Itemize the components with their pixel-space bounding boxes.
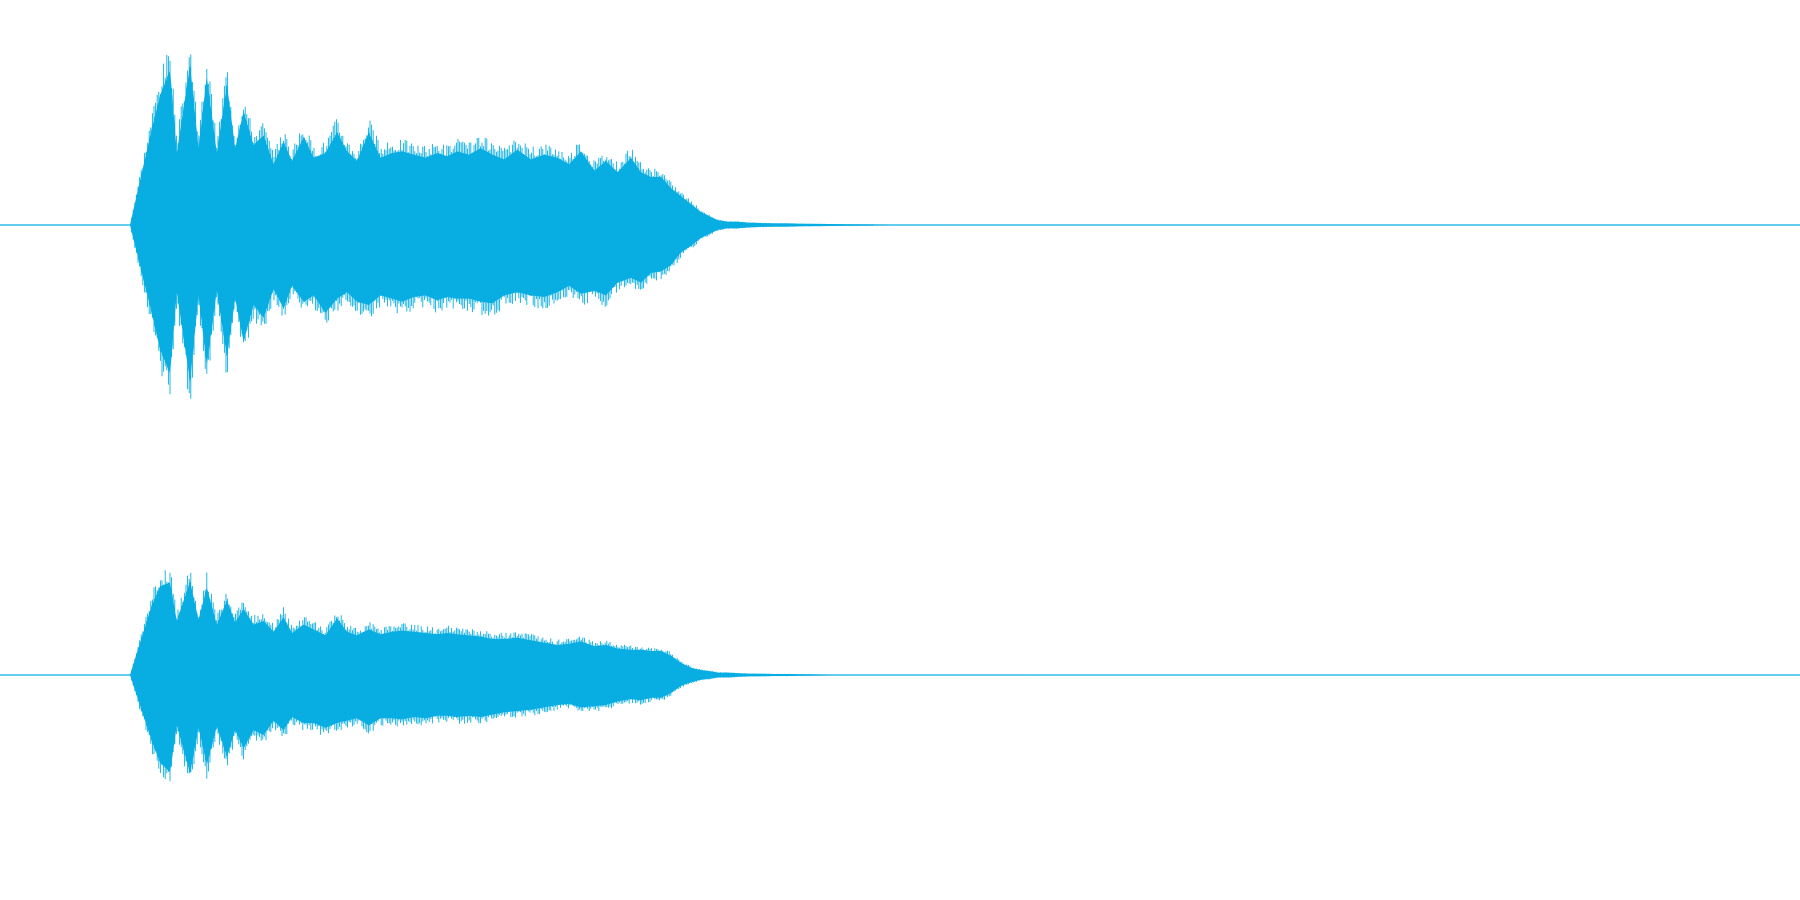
channel-2-waveform-detail [131, 570, 829, 782]
channel-2 [0, 570, 1800, 782]
channels [0, 54, 1800, 782]
channel-1-waveform-detail [131, 54, 873, 399]
channel-1 [0, 54, 1800, 399]
